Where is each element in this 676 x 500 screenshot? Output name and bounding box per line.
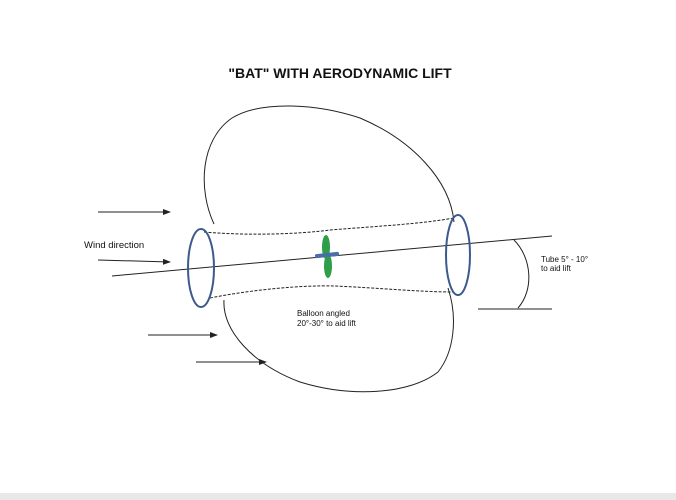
- upper-balloon-lobe: [203, 105, 455, 225]
- wind-direction-label: Wind direction: [84, 240, 144, 251]
- diagram-title: "BAT" WITH AERODYNAMIC LIFT: [228, 65, 452, 81]
- propeller-blade-lower: [324, 254, 332, 278]
- propeller-hub: [315, 251, 339, 259]
- tube-angle-arc: [513, 239, 530, 309]
- propeller-icon: [315, 235, 339, 278]
- tube-upper-edge: [203, 217, 455, 235]
- wind-arrow-icon: [97, 258, 171, 265]
- lower-balloon-lobe: [223, 287, 454, 393]
- bottom-divider-bar: [0, 493, 676, 500]
- tube-lower-edge: [209, 285, 455, 299]
- rear-ring: [445, 214, 471, 296]
- balloon-angle-label-line2: 20°-30° to aid lift: [297, 319, 357, 328]
- tube-angle-label-line1: Tube 5° - 10°: [541, 255, 588, 264]
- tube-angle-label-line2: to aid lift: [541, 264, 572, 273]
- balloon-angle-label-line1: Balloon angled: [297, 309, 350, 318]
- front-ring: [187, 228, 215, 308]
